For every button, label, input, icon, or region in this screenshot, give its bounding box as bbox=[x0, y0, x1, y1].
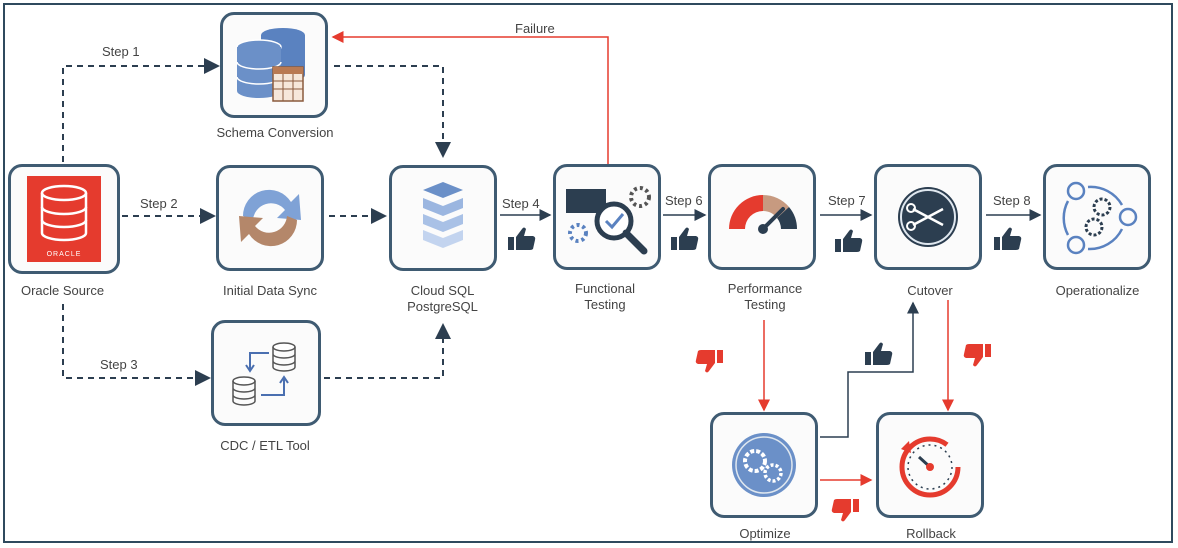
thumbs-up-icon bbox=[671, 227, 699, 250]
cutover-node bbox=[874, 164, 982, 270]
functional-testing-node bbox=[553, 164, 661, 270]
performance-testing-label-line1: Performance bbox=[727, 281, 803, 296]
thumbs-down-icon bbox=[963, 344, 991, 367]
functional-testing-label-line2: Testing bbox=[584, 297, 626, 312]
step4-label: Step 4 bbox=[502, 196, 540, 211]
operationalize-node bbox=[1043, 164, 1151, 270]
operationalize-label: Operationalize bbox=[1055, 283, 1140, 298]
oracle-source-label: Oracle Source bbox=[20, 283, 105, 298]
scissors-icon bbox=[898, 187, 958, 247]
performance-testing-label-line2: Testing bbox=[744, 297, 786, 312]
step7-label: Step 7 bbox=[828, 193, 866, 208]
gauge-icon bbox=[729, 194, 798, 234]
rollback-timer-icon bbox=[899, 436, 961, 498]
database-icon bbox=[27, 176, 101, 262]
cloud-sql-label-line2: PostgreSQL bbox=[407, 299, 478, 314]
optimize-label: Optimize bbox=[739, 526, 791, 541]
diagram-frame bbox=[3, 3, 1173, 543]
initial-data-sync-label: Initial Data Sync bbox=[223, 283, 317, 298]
cloud-sql-node bbox=[389, 165, 497, 271]
stacked-layers-icon bbox=[423, 182, 463, 248]
schema-conversion-node bbox=[220, 12, 328, 118]
schema-conversion-label: Schema Conversion bbox=[216, 125, 334, 140]
magnifier-gear-icon bbox=[566, 186, 651, 255]
cdc-etl-tool-node bbox=[211, 320, 321, 426]
cutover-label: Cutover bbox=[907, 283, 953, 298]
cdc-to-cloudsql-connector bbox=[324, 323, 451, 379]
failure-label: Failure bbox=[515, 21, 555, 36]
thumbs-up-icon bbox=[994, 227, 1022, 250]
functional-testing-label: Functional Testing bbox=[555, 281, 655, 313]
performance-testing-label: Performance Testing bbox=[710, 281, 820, 313]
initial-data-sync-node bbox=[216, 165, 324, 271]
thumbs-up-icon bbox=[508, 227, 536, 250]
step2-label: Step 2 bbox=[140, 196, 178, 211]
cdc-etl-tool-label: CDC / ETL Tool bbox=[220, 438, 310, 453]
step8-label: Step 8 bbox=[993, 193, 1031, 208]
thumbs-down-icon bbox=[831, 499, 859, 522]
database-icon bbox=[232, 342, 296, 406]
oracle-source-node: ORACLE bbox=[8, 164, 120, 274]
optimize-node bbox=[710, 412, 818, 518]
cloud-sql-label: Cloud SQL PostgreSQL bbox=[380, 283, 505, 315]
step3-connector bbox=[62, 304, 211, 386]
step6-label: Step 6 bbox=[665, 193, 703, 208]
optimize-to-cutover-connector bbox=[820, 301, 919, 438]
step1-connector bbox=[62, 58, 220, 162]
sync-arrows-icon bbox=[239, 189, 301, 247]
schema-to-cloudsql-connector bbox=[334, 65, 451, 158]
thumbs-down-icon bbox=[695, 350, 723, 373]
cloud-sql-label-line1: Cloud SQL bbox=[410, 283, 475, 298]
thumbs-up-icon bbox=[835, 229, 863, 252]
gear-cycle-icon bbox=[1062, 181, 1138, 255]
thumbs-up-icon bbox=[865, 342, 893, 365]
rollback-node bbox=[876, 412, 984, 518]
table-icon bbox=[272, 66, 304, 102]
functional-testing-label-line1: Functional bbox=[575, 281, 635, 296]
rollback-label: Rollback bbox=[906, 526, 956, 541]
step3-label: Step 3 bbox=[100, 357, 138, 372]
gear-icon bbox=[732, 433, 796, 497]
failure-connector bbox=[331, 31, 609, 164]
oracle-logo-text: ORACLE bbox=[46, 251, 82, 258]
performance-testing-node bbox=[708, 164, 816, 270]
step1-label: Step 1 bbox=[102, 44, 140, 59]
